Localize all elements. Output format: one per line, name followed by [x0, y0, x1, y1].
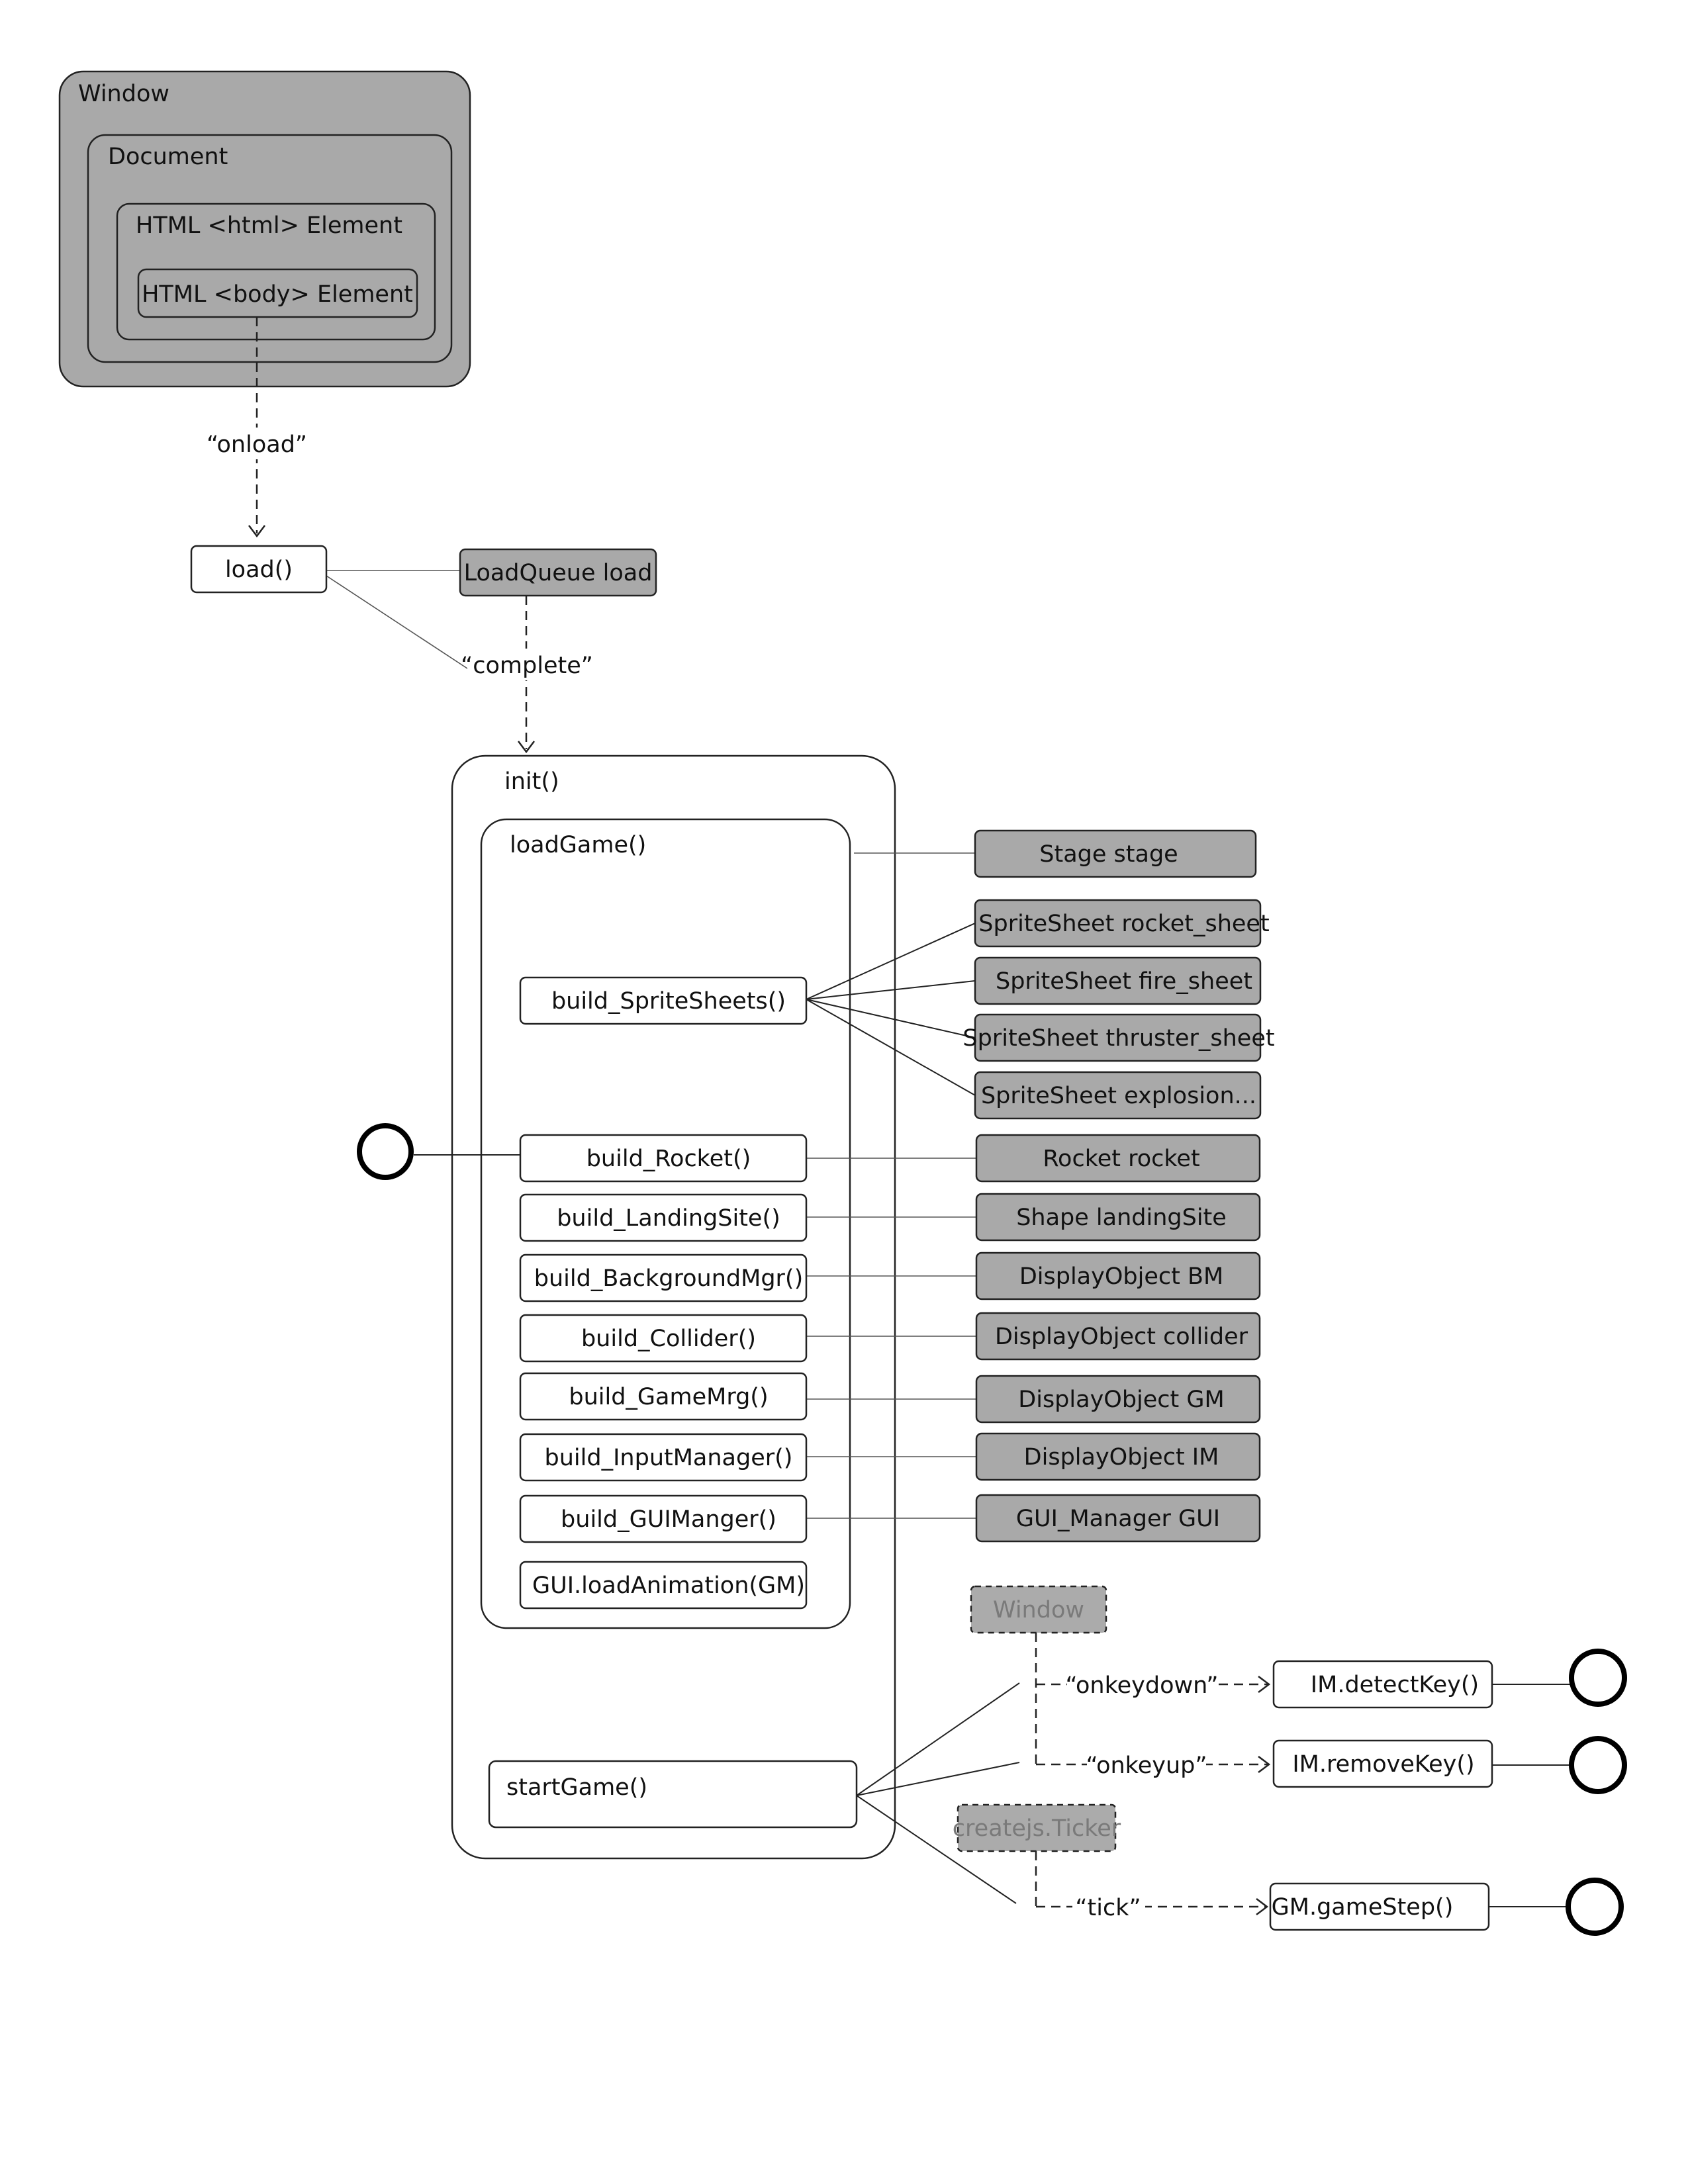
- display-collider-object-node: DisplayObject collider: [975, 1312, 1261, 1361]
- rocket-object-label: Rocket rocket: [1043, 1146, 1199, 1172]
- tick-event-edge: “tick”: [1035, 1851, 1269, 1923]
- ticker-event-source-node: createjs.Ticker: [953, 1803, 1121, 1852]
- object-connectors: [806, 852, 976, 1519]
- im-detect-key-label: IM.detectKey(): [1311, 1672, 1479, 1698]
- im-detect-key-node: IM.detectKey(): [1272, 1660, 1493, 1709]
- landing-site-object-label: Shape landingSite: [1016, 1205, 1227, 1231]
- stage-object-node: Stage stage: [974, 829, 1257, 878]
- start-game-connectors: [856, 1682, 1020, 1904]
- gui-load-animation-node: GUI.loadAnimation(GM): [519, 1561, 808, 1610]
- gui-manager-object-label: GUI_Manager GUI: [1016, 1506, 1220, 1532]
- rocket-entry-circle: [357, 1123, 414, 1180]
- complete-edge: “complete”: [461, 596, 593, 754]
- html-element-label: HTML <html> Element: [136, 212, 402, 239]
- display-bm-object-label: DisplayObject BM: [1019, 1263, 1223, 1290]
- thruster-sheet-object-label: SpriteSheet thruster_sheet: [962, 1025, 1274, 1052]
- im-remove-key-label: IM.removeKey(): [1292, 1751, 1474, 1778]
- loadqueue-object-node: LoadQueue load: [459, 548, 657, 597]
- load-function-node: load(): [190, 545, 328, 594]
- display-collider-object-label: DisplayObject collider: [995, 1324, 1248, 1350]
- display-gm-object-node: DisplayObject GM: [975, 1375, 1261, 1424]
- build-guimanger-label: build_GUIManger(): [561, 1506, 776, 1533]
- keyboard-event-edges: “onkeydown” “onkeyup”: [1035, 1633, 1271, 1780]
- build-backgroundmgr-node: build_BackgroundMgr(): [519, 1253, 808, 1302]
- im-remove-key-node: IM.removeKey(): [1272, 1739, 1493, 1788]
- display-gm-object-label: DisplayObject GM: [1018, 1387, 1224, 1413]
- rocket-sheet-object-label: SpriteSheet rocket_sheet: [978, 911, 1269, 937]
- build-inputmanager-label: build_InputManager(): [545, 1445, 793, 1471]
- onload-event-label: “onload”: [207, 432, 307, 458]
- tick-event-label: “tick”: [1075, 1895, 1141, 1921]
- build-gamemrg-label: build_GameMrg(): [569, 1384, 768, 1410]
- body-element-label: HTML <body> Element: [142, 281, 413, 308]
- thruster-sheet-object-node: SpriteSheet thruster_sheet: [962, 1013, 1275, 1062]
- fire-sheet-object-node: SpriteSheet fire_sheet: [974, 956, 1262, 1005]
- build-landingsite-label: build_LandingSite(): [557, 1205, 780, 1232]
- detect-key-exit-circle: [1569, 1649, 1627, 1707]
- complete-event-label: “complete”: [461, 653, 593, 679]
- gui-manager-object-node: GUI_Manager GUI: [975, 1494, 1261, 1543]
- build-inputmanager-node: build_InputManager(): [519, 1433, 808, 1482]
- window-event-source-node: Window: [970, 1585, 1107, 1634]
- explosion-sheet-object-node: SpriteSheet explosion...: [974, 1071, 1262, 1120]
- window-event-source-label: Window: [993, 1597, 1084, 1623]
- game-step-exit-circle: [1566, 1878, 1624, 1936]
- fire-sheet-object-label: SpriteSheet fire_sheet: [996, 968, 1252, 995]
- rocket-sheet-object-node: SpriteSheet rocket_sheet: [974, 899, 1270, 948]
- rocket-object-node: Rocket rocket: [975, 1134, 1261, 1183]
- body-element-node: HTML <body> Element: [137, 268, 418, 318]
- explosion-sheet-object-label: SpriteSheet explosion...: [981, 1083, 1256, 1109]
- gm-game-step-node: GM.gameStep(): [1269, 1882, 1490, 1931]
- build-spritesheets-label: build_SpriteSheets(): [551, 988, 786, 1015]
- loadqueue-object-label: LoadQueue load: [464, 560, 653, 586]
- gui-load-animation-label: GUI.loadAnimation(GM): [532, 1572, 805, 1599]
- start-game-node: startGame(): [488, 1760, 858, 1829]
- build-rocket-label: build_Rocket(): [586, 1146, 751, 1172]
- load-to-complete-connector: [326, 575, 472, 672]
- window-container-label: Window: [78, 81, 169, 107]
- load-game-container-label: loadGame(): [510, 832, 646, 858]
- onload-edge: “onload”: [205, 317, 308, 538]
- remove-key-exit-circle: [1569, 1736, 1627, 1794]
- onkeydown-event-label: “onkeydown”: [1065, 1672, 1218, 1699]
- gm-game-step-label: GM.gameStep(): [1272, 1894, 1454, 1921]
- init-container-label: init(): [504, 768, 559, 795]
- start-game-label: startGame(): [506, 1774, 647, 1801]
- document-container-label: Document: [108, 144, 228, 170]
- build-backgroundmgr-label: build_BackgroundMgr(): [534, 1265, 803, 1292]
- onkeyup-event-label: “onkeyup”: [1086, 1752, 1207, 1779]
- display-im-object-label: DisplayObject IM: [1024, 1444, 1219, 1471]
- build-gamemrg-node: build_GameMrg(): [519, 1372, 808, 1421]
- build-guimanger-node: build_GUIManger(): [519, 1494, 808, 1543]
- landing-site-object-node: Shape landingSite: [975, 1193, 1261, 1242]
- stage-object-label: Stage stage: [1039, 841, 1178, 868]
- display-im-object-node: DisplayObject IM: [975, 1432, 1261, 1481]
- load-function-label: load(): [225, 557, 293, 583]
- ticker-event-source-label: createjs.Ticker: [953, 1815, 1121, 1842]
- build-spritesheets-node: build_SpriteSheets(): [519, 976, 808, 1025]
- build-rocket-node: build_Rocket(): [519, 1134, 808, 1183]
- build-collider-label: build_Collider(): [581, 1326, 756, 1352]
- build-landingsite-node: build_LandingSite(): [519, 1193, 808, 1242]
- display-bm-object-node: DisplayObject BM: [975, 1251, 1261, 1300]
- build-collider-node: build_Collider(): [519, 1314, 808, 1363]
